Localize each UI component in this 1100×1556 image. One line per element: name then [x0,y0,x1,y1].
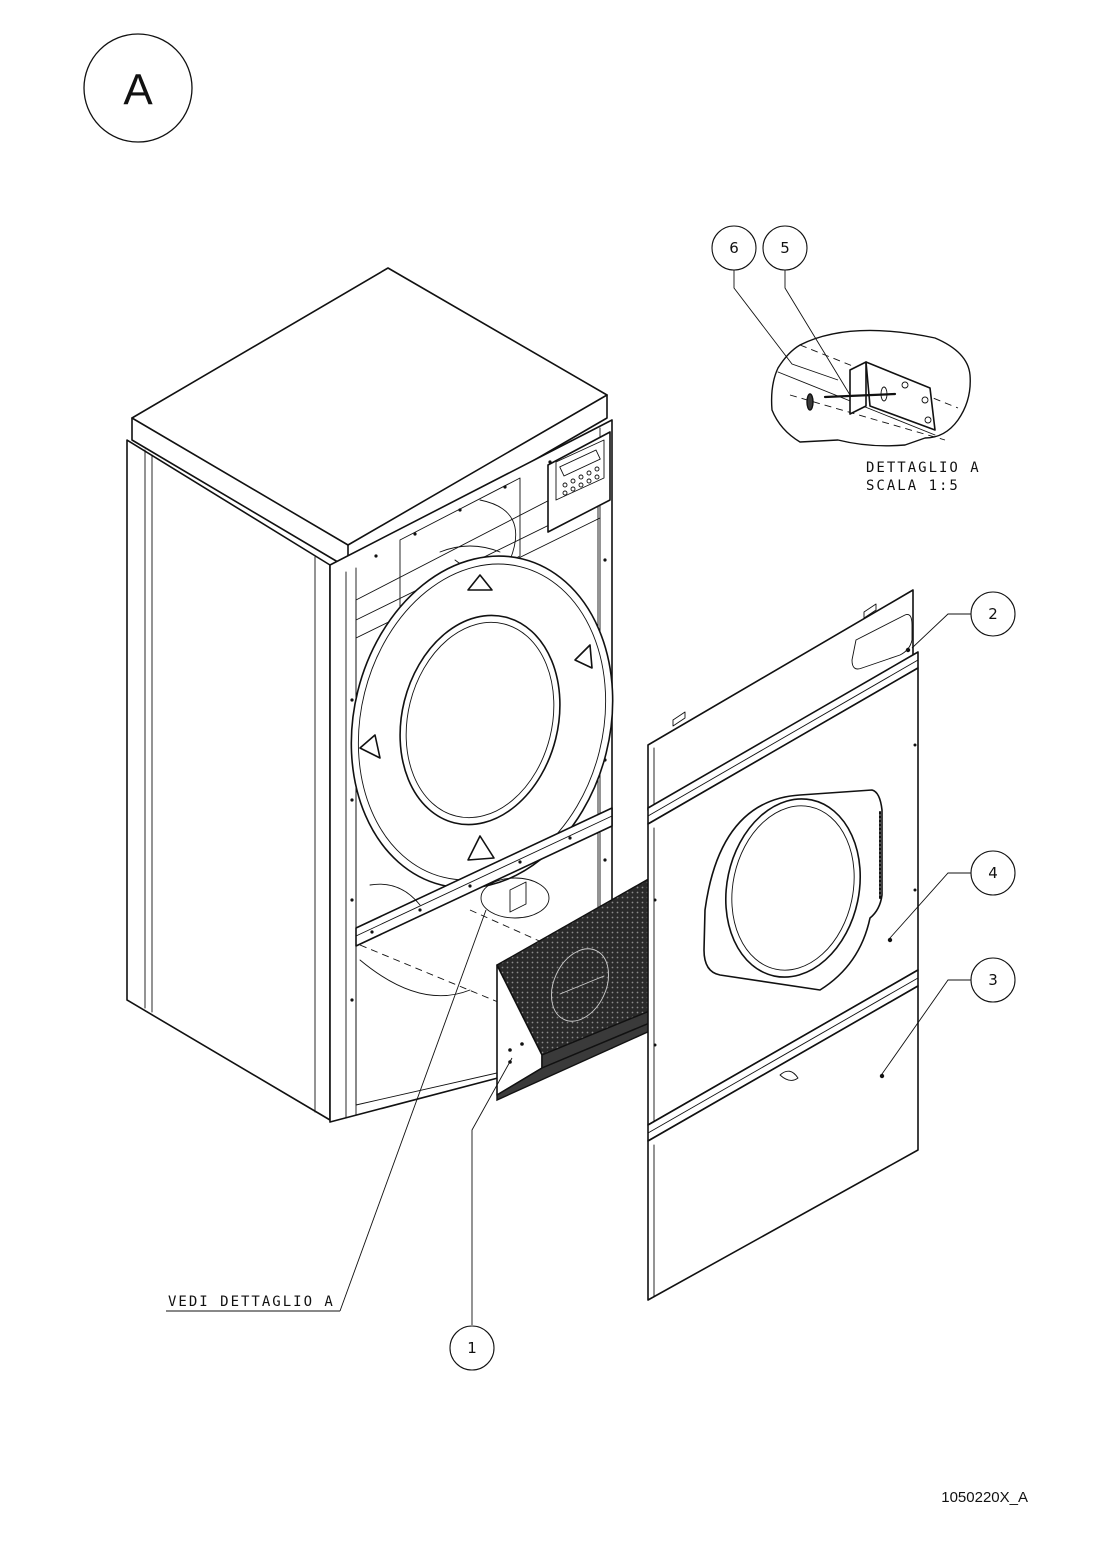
lower-crossbar [355,807,613,997]
drawing-reference: 1050220X_A [941,1489,1028,1506]
callout-4: 4 [889,850,1016,939]
view-label: A [83,33,193,143]
callout-5-label: 5 [780,239,790,257]
front-panel [647,589,919,1301]
callout-6-label: 6 [729,239,739,257]
see-detail-label: VEDI DETTAGLIO A [166,909,487,1312]
drum-front-ring [350,555,614,889]
callout-3-label: 3 [988,971,998,989]
callout-1: 1 [449,1057,513,1371]
callout-3: 3 [881,957,1016,1075]
view-label-text: A [123,66,153,115]
callout-2-label: 2 [988,605,998,623]
lint-filter [496,875,653,1102]
detail-title: DETTAGLIO A [866,460,981,476]
assembly-hidden-lines [359,909,641,1003]
callout-6: 6 [711,225,839,381]
detail-scale: SCALA 1:5 [866,478,960,494]
detail-a: DETTAGLIO A SCALA 1:5 [770,329,981,494]
callout-5: 5 [762,225,851,396]
see-detail-text: VEDI DETTAGLIO A [168,1294,335,1310]
callout-1-label: 1 [467,1339,477,1357]
callout-2: 2 [911,591,1016,649]
callout-4-label: 4 [988,864,998,882]
